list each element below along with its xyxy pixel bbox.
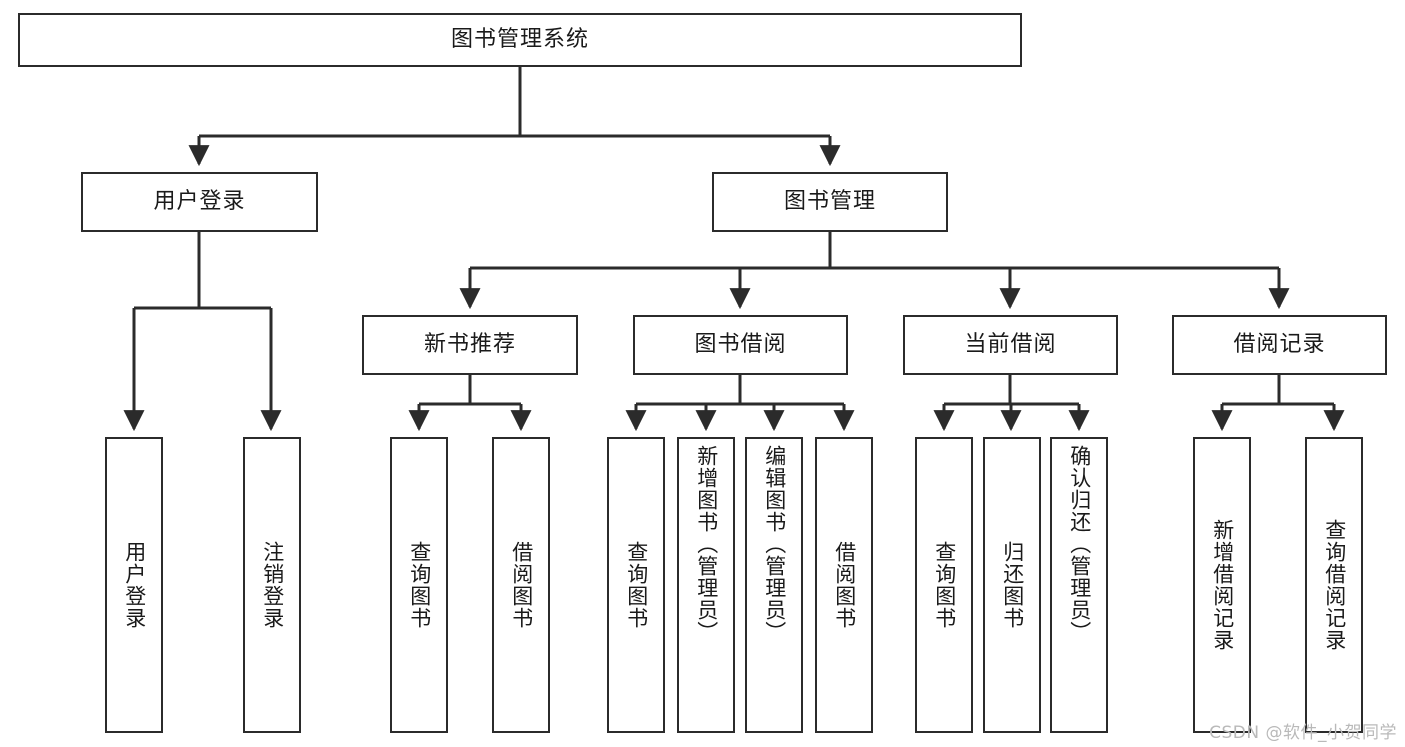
node-label: 借阅记录 [1233,331,1326,357]
node-label: 查询借阅记录 [1322,519,1347,651]
node-label: 查询图书 [407,541,432,629]
watermark-text: CSDN @软件_小贺同学 [1209,723,1397,743]
leaf-borrow-edit-book-admin[interactable]: 编辑图书（管理员） [745,437,803,733]
leaf-user-login[interactable]: 用户登录 [105,437,163,733]
node-current-borrow[interactable]: 当前借阅 [903,315,1118,375]
node-label: 查询图书 [932,541,957,629]
node-label: 用户登录 [122,541,147,629]
node-label: 图书管理系统 [450,26,589,52]
leaf-current-return-book[interactable]: 归还图书 [983,437,1041,733]
leaf-current-confirm-return-admin[interactable]: 确认归还（管理员） [1050,437,1108,733]
node-book-management[interactable]: 图书管理 [712,172,948,232]
leaf-record-add-borrow-record[interactable]: 新增借阅记录 [1193,437,1251,733]
node-user-login[interactable]: 用户登录 [81,172,318,232]
node-label: 图书管理 [783,188,876,214]
node-label: 用户登录 [153,188,246,214]
node-label: 借阅图书 [832,541,857,629]
node-label: 查询图书 [624,541,649,629]
node-book-borrow[interactable]: 图书借阅 [633,315,848,375]
leaf-borrow-add-book-admin[interactable]: 新增图书（管理员） [677,437,735,733]
node-label: 图书借阅 [694,331,787,357]
node-label: 新书推荐 [423,331,516,357]
node-borrow-record[interactable]: 借阅记录 [1172,315,1387,375]
node-root-system[interactable]: 图书管理系统 [18,13,1022,67]
leaf-record-query-borrow-record[interactable]: 查询借阅记录 [1305,437,1363,733]
node-label: 新增图书（管理员） [694,445,719,643]
node-label: 注销登录 [260,541,285,629]
node-label: 当前借阅 [964,331,1057,357]
node-label: 确认归还（管理员） [1067,445,1092,643]
leaf-current-query-book[interactable]: 查询图书 [915,437,973,733]
leaf-newbook-query-book[interactable]: 查询图书 [390,437,448,733]
leaf-logout[interactable]: 注销登录 [243,437,301,733]
node-label: 新增借阅记录 [1210,519,1235,651]
node-new-book-recommend[interactable]: 新书推荐 [362,315,578,375]
leaf-newbook-borrow-book[interactable]: 借阅图书 [492,437,550,733]
leaf-borrow-query-book[interactable]: 查询图书 [607,437,665,733]
node-label: 借阅图书 [509,541,534,629]
leaf-borrow-borrow-book[interactable]: 借阅图书 [815,437,873,733]
node-label: 归还图书 [1000,541,1025,629]
node-label: 编辑图书（管理员） [762,445,787,643]
